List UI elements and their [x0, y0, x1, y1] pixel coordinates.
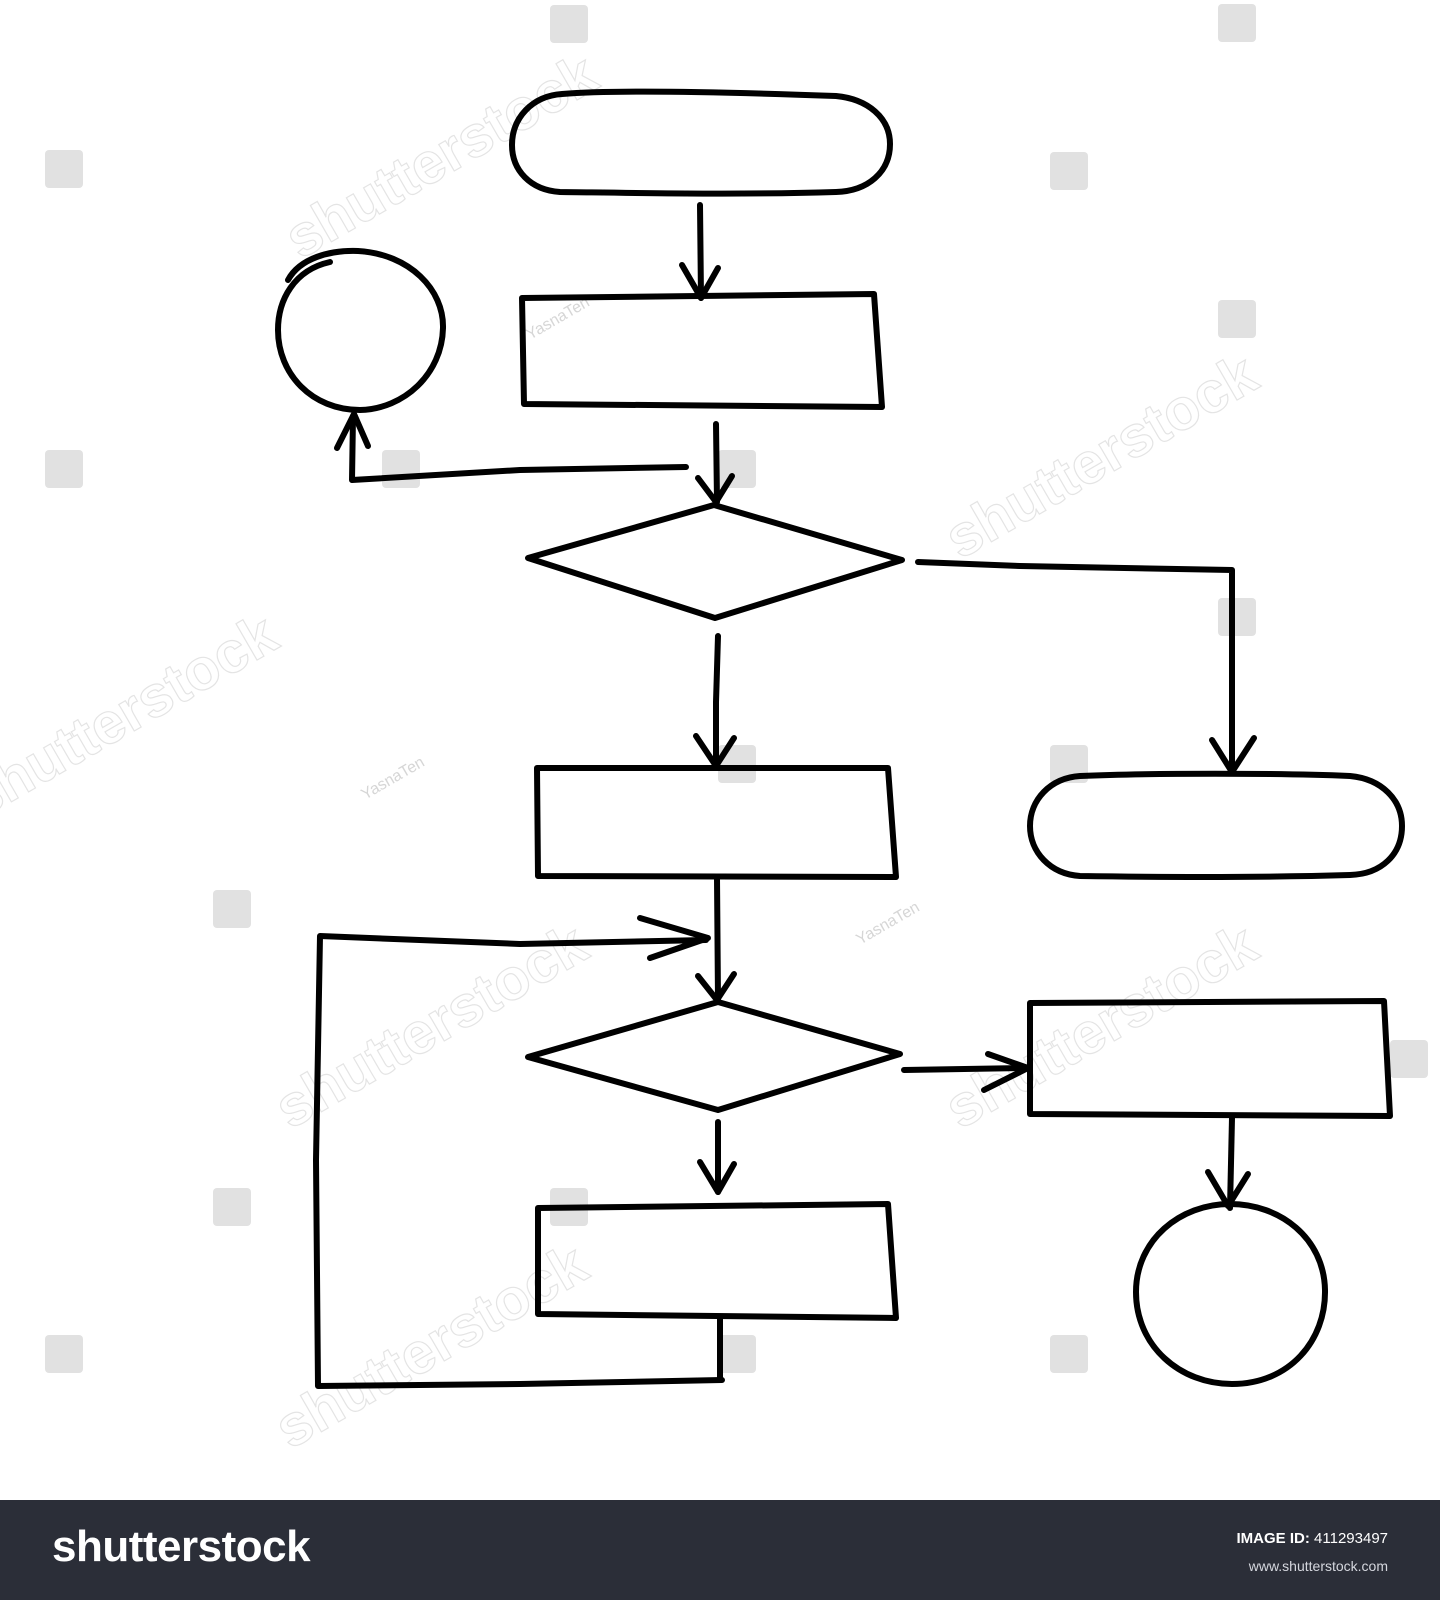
- footer-url[interactable]: www.shutterstock.com: [1248, 1558, 1388, 1574]
- arrowhead-process-2: [693, 733, 737, 769]
- watermark-author-text: YasnaTen YasnaTen YasnaTen: [359, 294, 923, 949]
- watermark-stamp-icon: [45, 4, 1428, 1373]
- process-box-3: [535, 1201, 899, 1321]
- watermark-brand-5: shutterstock: [934, 911, 1269, 1142]
- process-box-2: [534, 765, 899, 880]
- edge-process-right-to-circle: [1227, 1115, 1235, 1211]
- flowchart-diagram: shutterstock shutterstock shutterstock s…: [0, 4, 1428, 1462]
- watermark-brand-2: shutterstock: [934, 341, 1269, 572]
- flowchart-connectors: [313, 202, 1257, 1389]
- process-box-1: [519, 291, 885, 410]
- edge-to-connector-left: [349, 413, 689, 483]
- edge-start-to-process-1: [697, 202, 704, 301]
- decision-diamond-1: [525, 502, 905, 621]
- watermark-brand-1: shutterstock: [274, 41, 609, 272]
- image-id-line: IMAGE ID: 411293497: [1237, 1530, 1388, 1547]
- arrowhead-end-right: [1209, 735, 1257, 775]
- image-canvas: shutterstock shutterstock shutterstock s…: [0, 4, 1428, 1462]
- arrowhead-process-right: [981, 1051, 1031, 1093]
- stock-footer-bar: shutterstock IMAGE ID: 411293497 www.shu…: [0, 1500, 1440, 1600]
- connector-circle-bottom: [1133, 1201, 1329, 1387]
- arrowhead-decision-2: [695, 971, 737, 1003]
- edge-loop-back: [313, 933, 725, 1389]
- arrowhead-decision-1: [695, 473, 735, 505]
- process-box-right: [1027, 998, 1393, 1119]
- edge-decision-1-down: [713, 633, 721, 769]
- arrowhead-loop-back: [637, 915, 711, 961]
- shutterstock-logo[interactable]: shutterstock: [52, 1522, 311, 1571]
- end-terminator-right: [1027, 770, 1405, 880]
- edge-process-2-to-decision-2: [714, 875, 721, 1003]
- decision-diamond-2: [525, 999, 903, 1113]
- watermark-author-1: YasnaTen: [524, 294, 593, 344]
- connector-circle-left: [275, 247, 447, 413]
- start-terminator: [509, 88, 893, 197]
- image-id-label: IMAGE ID:: [1236, 1530, 1310, 1547]
- arrowhead-process-3: [697, 1159, 737, 1195]
- edge-decision-1-right: [915, 559, 1235, 773]
- arrowhead-connector-bottom: [1205, 1169, 1251, 1209]
- arrowhead-process-1: [679, 262, 721, 301]
- flowchart-shapes: [275, 88, 1405, 1387]
- edge-process-1-to-decision-1: [713, 421, 720, 505]
- arrowhead-connector-left: [334, 411, 371, 451]
- image-id-value: 411293497: [1314, 1530, 1388, 1547]
- watermark-author-2: YasnaTen: [359, 754, 428, 804]
- watermark-brand-3: shutterstock: [0, 601, 289, 832]
- watermark-author-3: YasnaTen: [854, 899, 923, 949]
- edge-decision-2-right: [901, 1065, 1031, 1073]
